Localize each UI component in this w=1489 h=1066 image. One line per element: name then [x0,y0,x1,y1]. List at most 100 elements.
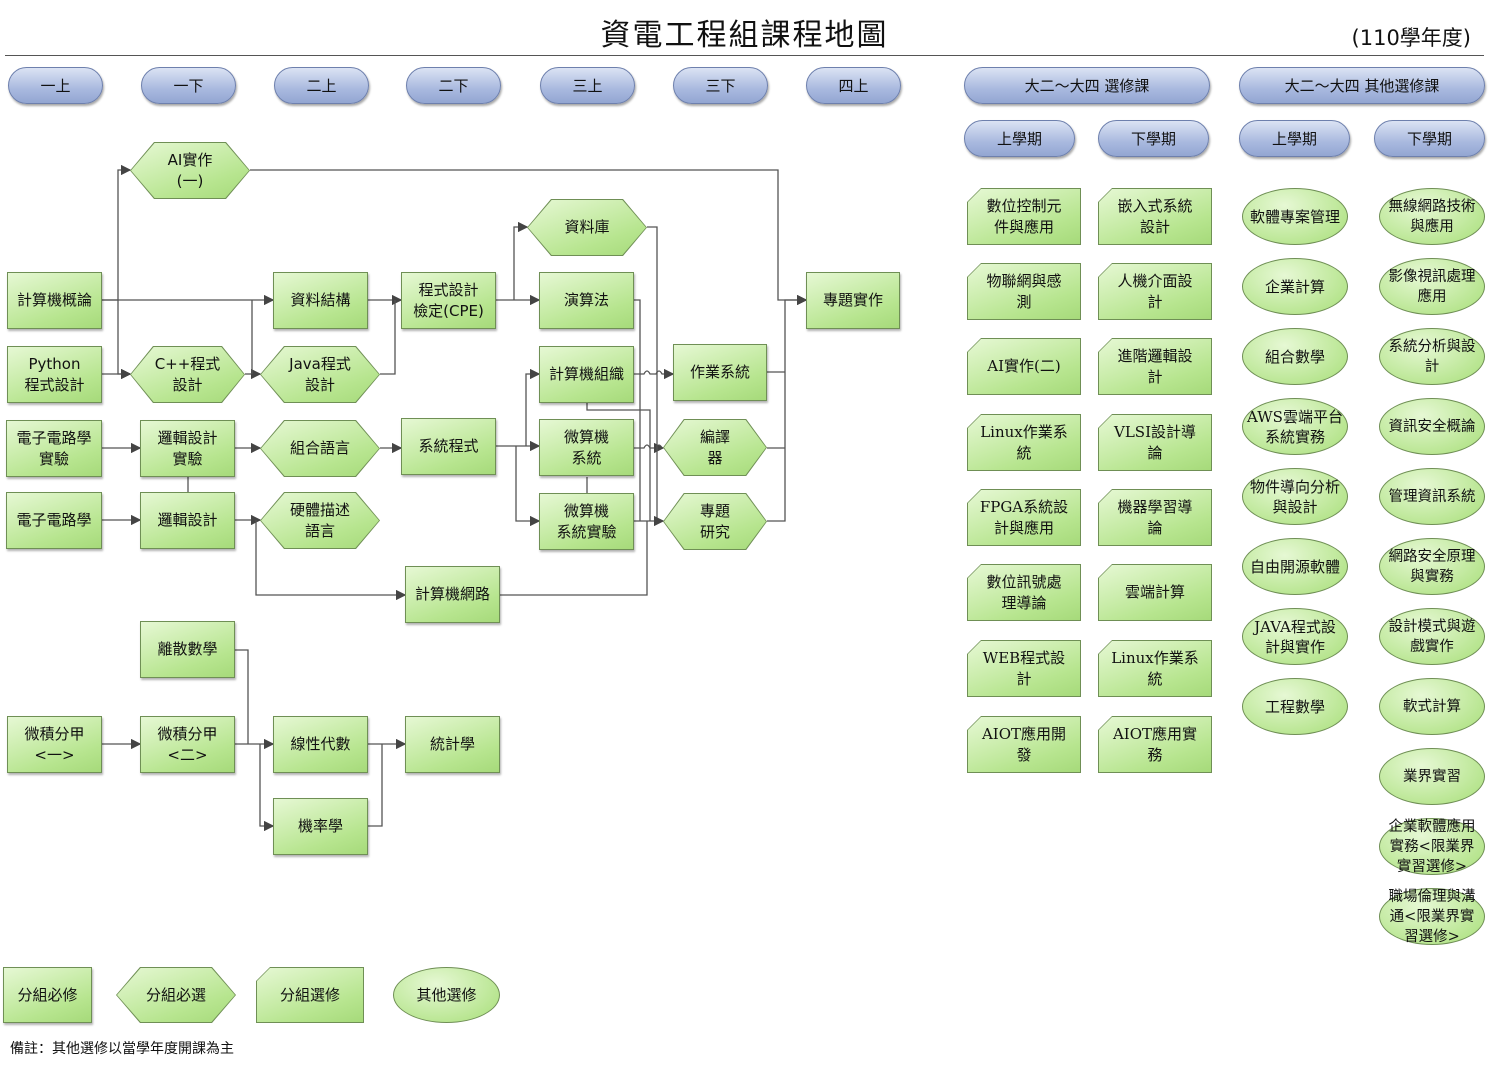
group-elective-course-label: AIOT應用實 務 [1112,724,1198,764]
semester-header: 一上 [8,67,103,104]
other-elective-course: 業界實習 [1379,748,1485,805]
course-ec: 電子電路學 [6,492,102,549]
course-python-label: Python 程式設計 [24,354,85,394]
other-elective-course: JAVA程式設 計與實作 [1242,608,1348,665]
other-elective-course-label: 系統分析與設 計 [1388,338,1476,375]
semester-header: 四上 [806,67,901,104]
group-elective-course: AI實作(二) [967,338,1081,395]
course-capstone-label: 專題實作 [822,291,883,309]
semester-header: 二下 [406,67,501,104]
course-sysprog: 系統程式 [401,418,496,475]
course-compiler-label: 編譯 器 [699,427,730,467]
course-microlab-label: 微算機 系統實驗 [556,501,617,541]
other-elective-course-label: 業界實習 [1403,768,1461,785]
legend-other-elective-label: 其他選修 [416,986,477,1004]
other-elective-course: 無線網路技術 與應用 [1379,188,1485,245]
course-logic: 邏輯設計 [140,492,235,549]
other-elective-course-label: 無線網路技術 與應用 [1388,198,1476,235]
semester-header-label: 一上 [40,77,71,95]
academic-year: (110學年度) [1351,26,1471,50]
other-elective-course: 組合數學 [1242,328,1348,385]
course-eclab: 電子電路學 實驗 [6,420,102,477]
course-prob-label: 機率學 [297,817,343,835]
legend-other-elective: 其他選修 [393,967,500,1023]
group-elective-course: 數位控制元 件與應用 [967,188,1081,245]
course-ai1-label: AI實作 (一) [167,150,213,190]
group-elective-course: Linux作業系 統 [967,414,1081,471]
course-discrete-label: 離散數學 [157,640,218,658]
other-elective-course-label: 企業計算 [1264,277,1325,296]
course-micro: 微算機 系統 [539,419,634,476]
term-header-label: 上學期 [1271,130,1317,148]
course-research: 專題 研究 [663,493,767,550]
title-divider [5,55,1484,56]
group-elective-course-label: WEB程式設 計 [982,648,1066,688]
course-calc1-label: 微積分甲 <一> [24,724,85,764]
other-elective-course-label: 影像視訊處理 應用 [1388,268,1476,305]
other-elective-course-label: 網路安全原理 與實務 [1388,548,1476,585]
group-elective-course: 物聯網與感 測 [967,263,1081,320]
term-header: 上學期 [1239,120,1350,157]
course-asm: 組合語言 [260,420,380,477]
legend-group-elective-label: 分組選修 [279,985,340,1004]
group-elective-course: 機器學習導 論 [1098,489,1212,546]
other-elective-course: 軟體專案管理 [1242,188,1348,245]
course-ec-label: 電子電路學 [16,511,92,529]
course-compiler: 編譯 器 [663,419,767,476]
group-elective-course: VLSI設計導 論 [1098,414,1212,471]
course-calc2-label: 微積分甲 <二> [157,724,218,764]
group-elective-course-label: VLSI設計導 論 [1114,422,1196,462]
other-elective-header-label: 大二～大四 其他選修課 [1284,77,1440,95]
other-elective-course-label: 資訊安全概論 [1388,418,1476,435]
other-elective-course: 工程數學 [1242,678,1348,735]
course-logic-label: 邏輯設計 [157,511,218,529]
course-asm-label: 組合語言 [289,439,350,457]
course-logiclab-label: 邏輯設計 實驗 [157,428,218,468]
term-header-label: 下學期 [1130,130,1176,148]
semester-header: 三下 [673,67,768,104]
course-capstone: 專題實作 [806,272,900,329]
group-elective-course: WEB程式設 計 [967,640,1081,697]
semester-header-label: 三下 [705,77,736,95]
group-elective-course: AIOT應用實 務 [1098,716,1212,773]
course-intro: 計算機概論 [7,272,102,329]
group-elective-course: FPGA系統設 計與應用 [967,489,1081,546]
group-elective-course-label: 雲端計算 [1124,583,1185,601]
course-org: 計算機組織 [539,346,634,403]
other-elective-course-label: JAVA程式設 計與實作 [1254,617,1336,656]
course-cpp: C++程式 設計 [130,346,245,403]
semester-header: 三上 [540,67,635,104]
other-elective-course-label: 軟體專案管理 [1249,207,1340,226]
course-ds-label: 資料結構 [290,291,351,309]
semester-header-label: 四上 [838,77,869,95]
course-cpe-label: 程式設計 檢定(CPE) [413,280,484,320]
term-header: 下學期 [1098,120,1209,157]
course-os-label: 作業系統 [689,363,750,381]
legend-required-choice-label: 分組必選 [145,985,206,1004]
group-elective-course: 進階邏輯設 計 [1098,338,1212,395]
group-elective-course-label: 數位控制元 件與應用 [986,196,1062,236]
other-elective-course: 職場倫理與溝 通<限業界實 習選修> [1379,888,1485,945]
group-elective-course-label: 物聯網與感 測 [986,271,1062,311]
course-cpp-label: C++程式 設計 [154,354,221,394]
course-python: Python 程式設計 [7,346,102,403]
legend-required-label: 分組必修 [17,985,78,1004]
group-elective-course: Linux作業系 統 [1098,640,1212,697]
course-cpe: 程式設計 檢定(CPE) [401,272,496,329]
group-elective-course: 雲端計算 [1098,564,1212,621]
other-elective-course: 管理資訊系統 [1379,468,1485,525]
legend-required: 分組必修 [3,967,92,1023]
course-ds: 資料結構 [273,272,368,329]
other-elective-header: 大二～大四 其他選修課 [1239,67,1485,104]
course-algo-label: 演算法 [563,291,609,309]
course-calc1: 微積分甲 <一> [7,716,102,773]
course-discrete: 離散數學 [140,621,235,678]
footnote: 備註：其他選修以當學年度開課為主 [10,1041,234,1057]
other-elective-course: 企業計算 [1242,258,1348,315]
legend-group-elective: 分組選修 [256,967,364,1023]
group-elective-course-label: AIOT應用開 發 [981,724,1067,764]
other-elective-course: 影像視訊處理 應用 [1379,258,1485,315]
elective-header-label: 大二～大四 選修課 [1024,77,1150,95]
other-elective-course: 資訊安全概論 [1379,398,1485,455]
